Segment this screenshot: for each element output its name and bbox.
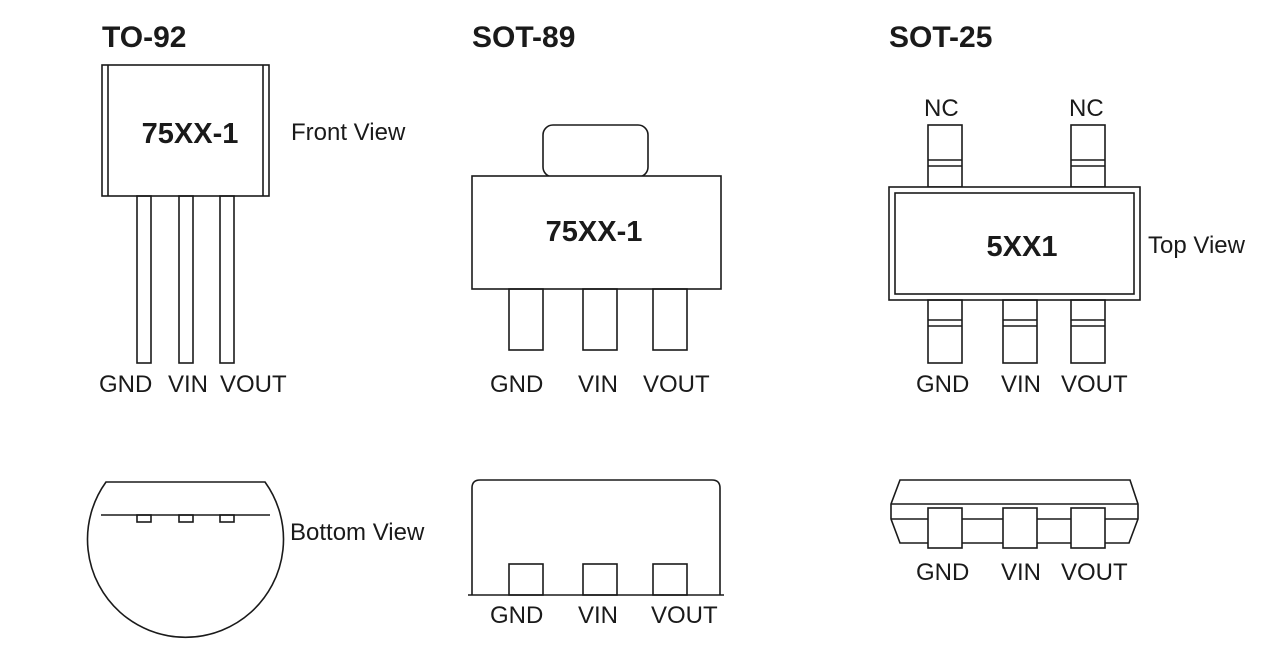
sot89-marking: 75XX-1 bbox=[546, 216, 643, 248]
sot25-side-body bbox=[890, 479, 1139, 549]
to92-pin-vin: VIN bbox=[168, 371, 208, 398]
to92-front-view-label: Front View bbox=[291, 119, 406, 146]
sot25-nc-left: NC bbox=[924, 95, 959, 122]
sot89-bottom-pin-vout: VOUT bbox=[651, 602, 718, 629]
to92-pin-gnd: GND bbox=[99, 371, 152, 398]
sot25-top-view-label: Top View bbox=[1148, 232, 1246, 259]
sot89-pin-gnd: GND bbox=[490, 371, 543, 398]
sot25-title: SOT-25 bbox=[889, 21, 992, 54]
sot89-pin-vout: VOUT bbox=[643, 371, 710, 398]
sot25-pin-gnd: GND bbox=[916, 371, 969, 398]
sot89-pin-vin: VIN bbox=[578, 371, 618, 398]
sot89-top-body bbox=[471, 124, 722, 351]
to92-pin-vout: VOUT bbox=[220, 371, 287, 398]
sot25-top-body bbox=[888, 124, 1141, 364]
sot25-pin-vout: VOUT bbox=[1061, 371, 1128, 398]
sot25-nc-right: NC bbox=[1069, 95, 1104, 122]
sot25-marking: 5XX1 bbox=[987, 231, 1058, 263]
sot89-package: SOT-89 75XX-1 GND VIN VOUT GND VIN VOUT bbox=[468, 21, 724, 629]
sot89-bottom-body bbox=[468, 479, 724, 596]
sot25-side-pin-gnd: GND bbox=[916, 559, 969, 586]
sot25-side-pin-vin: VIN bbox=[1001, 559, 1041, 586]
sot25-pin-vin: VIN bbox=[1001, 371, 1041, 398]
to92-title: TO-92 bbox=[102, 21, 186, 54]
to92-bottom-view-label: Bottom View bbox=[290, 519, 425, 546]
sot89-bottom-pin-gnd: GND bbox=[490, 602, 543, 629]
to92-leads bbox=[136, 195, 235, 364]
to92-bottom-body bbox=[86, 481, 285, 639]
sot25-side-pin-vout: VOUT bbox=[1061, 559, 1128, 586]
sot89-bottom-pin-vin: VIN bbox=[578, 602, 618, 629]
sot89-title: SOT-89 bbox=[472, 21, 575, 54]
to92-package: TO-92 75XX-1 Front View GND VIN VOUT Bot… bbox=[86, 21, 425, 639]
to92-marking: 75XX-1 bbox=[142, 118, 239, 150]
sot25-package: SOT-25 NC NC 5XX1 Top View bbox=[888, 21, 1246, 586]
